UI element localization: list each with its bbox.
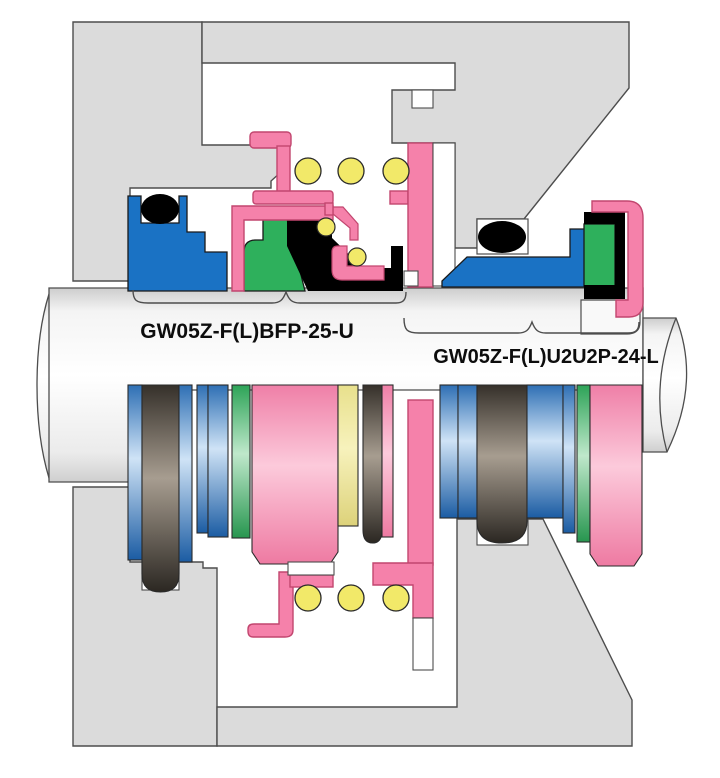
right-seal-section [441, 200, 644, 318]
spring-coil [337, 157, 365, 185]
ring-dark [362, 384, 383, 544]
sleeve-foot-box [403, 270, 419, 287]
rotor-body-pink-right [589, 384, 643, 567]
shaft-right-end [642, 317, 688, 453]
retainer-tab-upper [324, 202, 334, 216]
spring-coil-small [316, 217, 336, 237]
spring-coil [382, 157, 410, 185]
sleeve-spacer-column [432, 142, 456, 287]
ring-pink-thin [381, 384, 394, 538]
brace-left [132, 289, 407, 304]
left-seal-label: GW05Z-F(L)BFP-25-U [140, 320, 354, 343]
spring-retainers-lower [247, 399, 434, 671]
rotating-assembly-lower [127, 384, 643, 593]
drive-ring [127, 384, 143, 561]
boot-black-right [584, 212, 625, 299]
retainer-leg-upper-left [276, 145, 291, 193]
ring-blue [439, 384, 459, 519]
drive-collar-leg-upper [407, 142, 434, 288]
shaft-right-break-line [659, 317, 677, 453]
ring-blue [196, 384, 209, 534]
gland-plate-left [72, 21, 282, 282]
seal-ring-green-right [583, 223, 616, 287]
bellows-convolution-pink [332, 206, 359, 241]
spring-band-yellow [337, 384, 359, 527]
stationary-seat-blue-left [127, 195, 228, 292]
set-screw-slot [411, 89, 434, 109]
ring-blue [178, 384, 193, 563]
retainer-shelf-upper-right [389, 190, 409, 205]
oring-right [478, 221, 526, 253]
spring-coil [382, 584, 410, 612]
drive-collar-leg-lower [407, 399, 434, 566]
seal-face-strip-green [576, 384, 591, 543]
rotor-body-pink [251, 384, 339, 565]
sleeve-slot-lower [412, 617, 434, 671]
oring-lower-right [476, 384, 528, 544]
spring-coil [337, 584, 365, 612]
ring-blue [457, 384, 478, 519]
callouts: GW05Z-F(L)BFP-25-U GW05Z-F(L)U2U2P-24-L [132, 289, 659, 368]
ring-blue [207, 384, 229, 538]
left-seal-section [127, 194, 403, 292]
retainer-slot-lower-left [287, 561, 335, 576]
spring-coil [294, 584, 322, 612]
retainer-shelf-upper [252, 190, 334, 205]
ring-blue [526, 384, 564, 519]
ring-blue [562, 384, 576, 534]
right-seal-label: GW05Z-F(L)U2U2P-24-L [433, 346, 659, 368]
retainer-j-hook-lower-left [247, 571, 294, 638]
oring-left [141, 194, 179, 224]
cup-pink-right [591, 200, 644, 318]
seal-face-ring-green [231, 384, 251, 539]
springs-lower [294, 584, 410, 612]
spring-coil-small [347, 247, 367, 267]
oring-lower-left [141, 384, 180, 593]
brace-right [403, 317, 640, 334]
spring-retainers-upper [249, 131, 434, 288]
spring-coil [294, 157, 322, 185]
retainer-bar-upper-left [249, 131, 292, 149]
springs-upper [294, 157, 410, 185]
spring-cradle-pink [331, 245, 385, 281]
